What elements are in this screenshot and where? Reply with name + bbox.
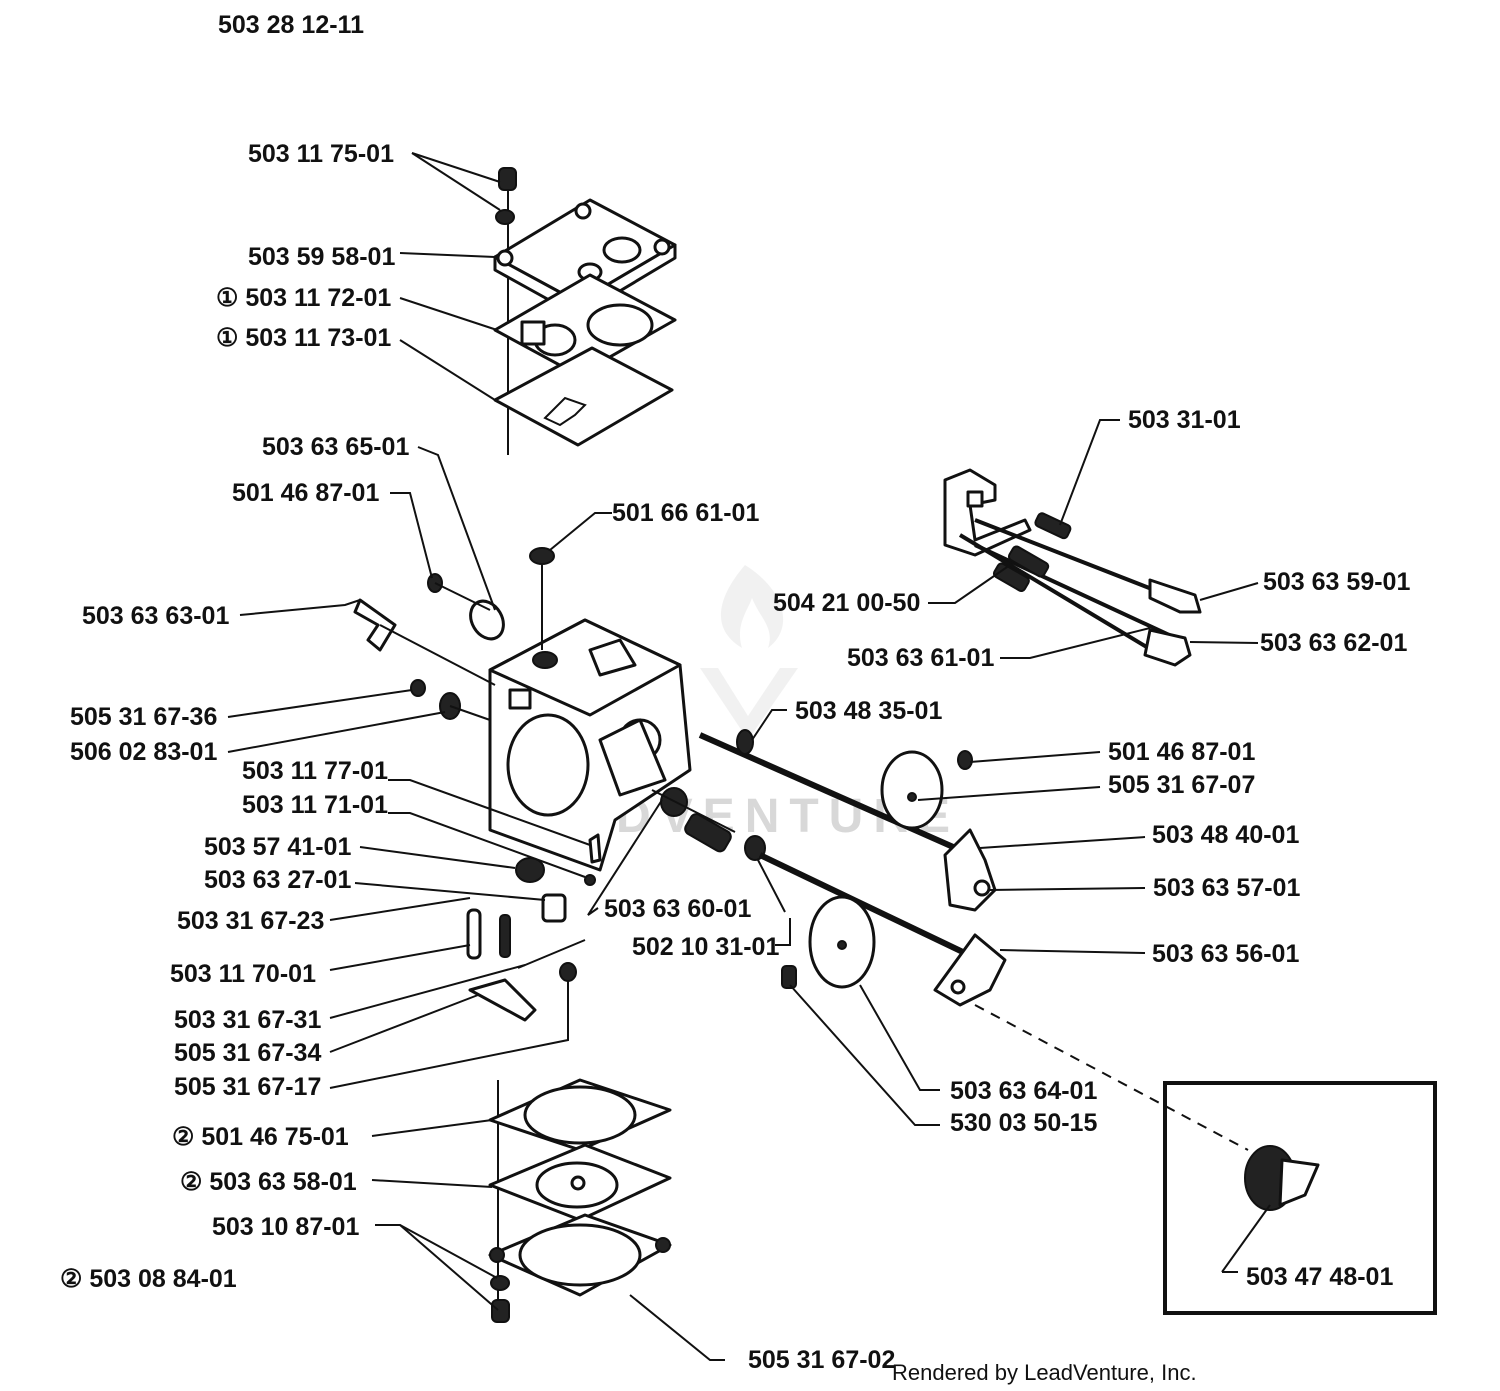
carburetor-body [488,618,692,872]
part-label: 503 31-01 [1128,406,1241,434]
part-label: 503 63 60-01 [604,895,751,923]
adjuster-bracket-assembly [943,468,1202,667]
part-label: 503 63 57-01 [1153,874,1300,902]
part-label: 503 57 41-01 [204,833,351,861]
part-label: 503 11 75-01 [248,140,394,168]
part-label: 503 59 58-01 [248,243,395,271]
part-label: 503 63 61-01 [847,644,994,672]
footer-credit: Rendered by LeadVenture, Inc. [892,1360,1197,1385]
part-label: 503 63 65-01 [262,433,409,461]
part-label: 503 63 63-01 [82,602,229,630]
leader-lines [227,152,1259,1361]
diagram-id: 503 28 12-11 [218,11,364,39]
part-label: 503 63 59-01 [1263,568,1410,596]
part-label: 503 48 40-01 [1152,821,1299,849]
part-label: 503 63 64-01 [950,1077,1097,1105]
needle-valve-parts [466,833,602,1022]
part-label: 503 11 71-01 [242,791,388,819]
part-label: 503 63 62-01 [1260,629,1407,657]
part-label: 503 63 56-01 [1152,940,1299,968]
part-label: ② 503 08 84-01 [60,1265,237,1293]
part-label: 502 10 31-01 [632,933,779,961]
pump-cover-assembly [493,167,677,455]
part-label: 530 03 50-15 [950,1109,1097,1137]
part-label: 503 31 67-31 [174,1006,321,1034]
part-label: 501 46 87-01 [232,479,379,507]
adjusting-needles [651,787,766,861]
part-label: 505 31 67-02 [748,1346,895,1374]
part-label: 505 31 67-36 [70,703,217,731]
part-label: ① 503 11 72-01 [216,284,391,312]
part-label: ② 501 46 75-01 [172,1123,349,1151]
part-label: 503 48 35-01 [795,697,942,725]
part-label: 504 21 00-50 [773,589,920,617]
inset-box [974,1004,1437,1315]
part-label: 503 11 77-01 [242,757,388,785]
part-label: 501 46 87-01 [1108,738,1255,766]
part-label: ① 503 11 73-01 [216,324,391,352]
part-label: 503 11 70-01 [170,960,316,988]
part-label: 506 02 83-01 [70,738,217,766]
part-label: 503 10 87-01 [212,1213,359,1241]
watermark-logo [700,565,798,740]
part-label: 503 31 67-23 [177,907,324,935]
part-label: 505 31 67-17 [174,1073,321,1101]
metering-diaphragm-assembly [488,1078,672,1323]
part-label: 501 66 61-01 [612,499,759,527]
inset-part-label: 503 47 48-01 [1246,1263,1393,1291]
throttle-choke-shafts [698,729,1007,1007]
part-label: ② 503 63 58-01 [180,1168,357,1196]
part-labels: 503 28 12-11 503 11 75-01 503 59 58-01 ①… [60,11,1410,1385]
part-label: 503 63 27-01 [204,866,351,894]
part-label: 505 31 67-07 [1108,771,1255,799]
part-label: 505 31 67-34 [174,1039,321,1067]
